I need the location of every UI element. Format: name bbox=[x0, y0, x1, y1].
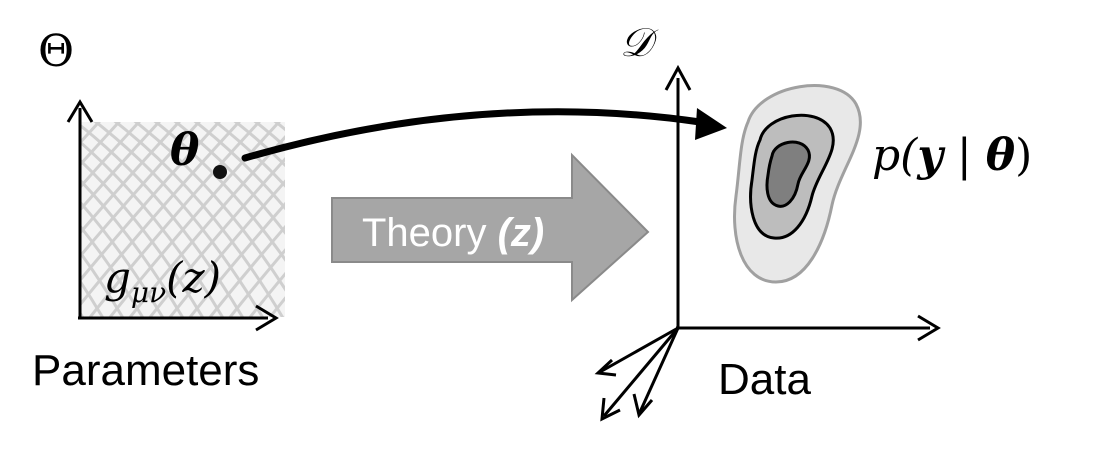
data-x-axis-arrowhead bbox=[917, 314, 941, 342]
mapping-arrowhead bbox=[695, 108, 727, 140]
contour-inner bbox=[765, 140, 811, 208]
metric-grid-line bbox=[193, 122, 285, 211]
theory-arrow-shape bbox=[331, 152, 650, 303]
metric-grid-line bbox=[248, 271, 285, 317]
parameter-x-axis-arrowhead bbox=[255, 304, 279, 332]
metric-base: g bbox=[104, 253, 131, 302]
metric-grid-line bbox=[253, 122, 285, 149]
metric-grid-line bbox=[0, 110, 30, 330]
metric-grid-line bbox=[80, 278, 105, 317]
likelihood-parameter: θ bbox=[986, 130, 1016, 181]
metric-grid-line bbox=[0, 110, 10, 330]
metric-grid-line bbox=[80, 178, 185, 317]
metric-grid-line bbox=[80, 249, 125, 317]
likelihood-separator: | bbox=[943, 130, 986, 181]
metric-grid-line bbox=[213, 122, 285, 188]
metric-grid-line bbox=[173, 122, 285, 235]
metric-grid-line bbox=[268, 296, 285, 317]
metric-grid-line bbox=[80, 158, 205, 317]
parameter-y-axis-arrowhead bbox=[66, 99, 94, 123]
metric-grid-line bbox=[80, 310, 85, 317]
metric-grid-line bbox=[0, 110, 50, 330]
likelihood-suffix: ) bbox=[1015, 130, 1032, 181]
metric-argument: (z) bbox=[166, 253, 221, 302]
extra-dimension-arrows bbox=[594, 326, 680, 422]
metric-grid-line bbox=[0, 110, 70, 330]
parameter-point-dot bbox=[213, 165, 227, 179]
metric-grid-line bbox=[80, 122, 81, 124]
data-axis-label: Data bbox=[718, 355, 811, 404]
parameters-axis-label: Parameters bbox=[32, 346, 259, 395]
metric-grid-line bbox=[113, 122, 285, 317]
metric-grid-line bbox=[0, 110, 10, 330]
metric-grid-line bbox=[0, 110, 30, 330]
data-space: 𝒟 Data p(y | θ) bbox=[594, 20, 1032, 422]
parameter-point-label: θ bbox=[170, 125, 200, 176]
likelihood-contours bbox=[733, 84, 862, 284]
metric-grid-line bbox=[93, 122, 265, 317]
metric-grid-line bbox=[80, 140, 225, 317]
warped-metric-grid bbox=[0, 110, 285, 330]
theory-arrow-label: Theory (z) bbox=[362, 211, 544, 255]
theory-arrow: Theory (z) bbox=[331, 152, 650, 303]
metric-grid-line bbox=[233, 122, 285, 168]
theory-label-main: Theory bbox=[362, 211, 498, 255]
metric-grid-line bbox=[133, 122, 285, 292]
data-y-axis-arrowhead bbox=[664, 64, 692, 91]
metric-grid-line bbox=[228, 248, 285, 317]
metric-grid-line bbox=[0, 110, 70, 330]
data-space-symbol: 𝒟 bbox=[620, 20, 659, 66]
mapping-arrow-curve bbox=[241, 108, 704, 162]
metric-subscript: μν bbox=[131, 276, 166, 309]
metric-grid-line bbox=[80, 223, 145, 317]
metric-grid-line bbox=[80, 199, 165, 317]
theory-label-argument: (z) bbox=[498, 211, 545, 255]
likelihood-label: p(y | θ) bbox=[872, 130, 1032, 181]
likelihood-variable: y bbox=[916, 130, 946, 181]
metric-grid-line bbox=[153, 122, 285, 262]
metric-grid-line bbox=[0, 110, 50, 330]
parameter-space-symbol: Θ bbox=[38, 26, 74, 77]
metric-grid-line bbox=[80, 123, 245, 317]
mapping-arrow bbox=[241, 108, 727, 162]
metric-tensor-label: gμν(z) bbox=[104, 253, 221, 309]
likelihood-prefix: p( bbox=[872, 130, 918, 181]
